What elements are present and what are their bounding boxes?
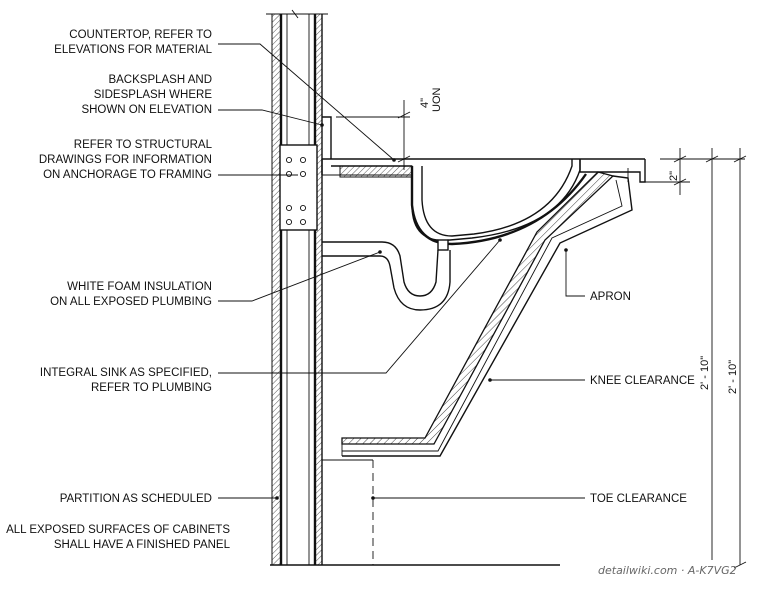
leader-lines	[218, 43, 585, 500]
backsplash-note-text: UON	[431, 88, 443, 113]
countertop	[321, 158, 645, 178]
dim-knee: 2' - 10"	[660, 148, 745, 560]
label-countertop-line2: ELEVATIONS FOR MATERIAL	[54, 44, 212, 56]
label-finished-panel: ALL EXPOSED SURFACES OF CABINETS SHALL H…	[6, 524, 230, 551]
label-countertop: COUNTERTOP, REFER TO ELEVATIONS FOR MATE…	[54, 29, 212, 56]
label-backsplash-line3: SHOWN ON ELEVATION	[81, 104, 212, 116]
dim-rim: 2"	[645, 148, 690, 195]
label-backsplash-line2: SIDESPLASH WHERE	[94, 89, 213, 101]
label-partition: PARTITION AS SCHEDULED	[60, 493, 212, 505]
label-finished-panel-line1: ALL EXPOSED SURFACES OF CABINETS	[6, 524, 230, 536]
backsplash-height-text: 4"	[419, 98, 431, 108]
label-insulation-line2: ON ALL EXPOSED PLUMBING	[50, 296, 212, 308]
label-structural: REFER TO STRUCTURAL DRAWINGS FOR INFORMA…	[39, 139, 213, 181]
label-apron: APRON	[590, 291, 631, 303]
label-insulation-line1: WHITE FOAM INSULATION	[67, 281, 212, 293]
counter-height-text: 2' - 10"	[727, 360, 739, 394]
label-toe-clearance: TOE CLEARANCE	[590, 493, 687, 505]
label-structural-line3: ON ANCHORAGE TO FRAMING	[43, 169, 212, 181]
label-structural-line2: DRAWINGS FOR INFORMATION	[39, 154, 212, 166]
watermark: detailwiki.com · A-K7VG2	[598, 564, 737, 577]
label-insulation: WHITE FOAM INSULATION ON ALL EXPOSED PLU…	[50, 281, 212, 308]
knee-height-text: 2' - 10"	[699, 356, 711, 390]
backsplash	[321, 116, 332, 159]
apron-knee-panel	[341, 171, 633, 457]
dim-backsplash: 4" UON	[336, 88, 443, 170]
dim-counter: 2' - 10"	[727, 148, 747, 569]
label-finished-panel-line2: SHALL HAVE A FINISHED PANEL	[54, 539, 231, 551]
label-backsplash: BACKSPLASH AND SIDESPLASH WHERE SHOWN ON…	[81, 74, 212, 116]
label-partition-line1: PARTITION AS SCHEDULED	[60, 493, 212, 505]
anchor-plate	[279, 144, 318, 231]
label-countertop-line1: COUNTERTOP, REFER TO	[69, 29, 212, 41]
integral-sink	[410, 159, 646, 251]
toe-clearance	[322, 459, 374, 565]
label-structural-line1: REFER TO STRUCTURAL	[74, 139, 213, 151]
rim-thickness-text: 2"	[668, 171, 680, 181]
p-trap	[322, 241, 451, 311]
label-backsplash-line1: BACKSPLASH AND	[108, 74, 212, 86]
label-knee-clearance: KNEE CLEARANCE	[590, 375, 695, 387]
label-sink: INTEGRAL SINK AS SPECIFIED, REFER TO PLU…	[40, 367, 212, 394]
label-sink-line2: REFER TO PLUMBING	[91, 382, 212, 394]
label-sink-line1: INTEGRAL SINK AS SPECIFIED,	[40, 367, 212, 379]
